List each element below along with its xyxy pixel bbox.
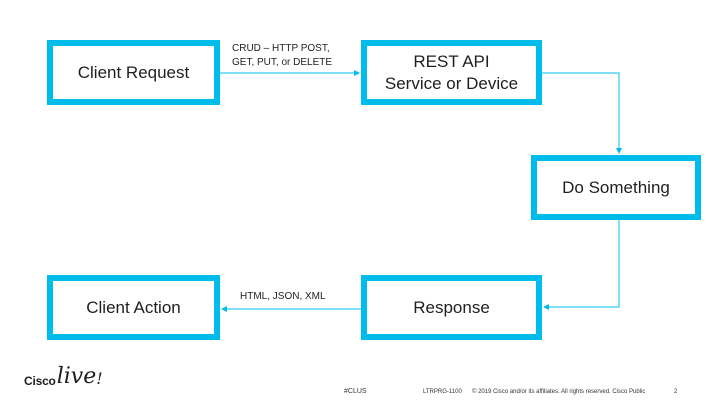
do-something-box: Do Something [531,155,701,220]
client-request-box: Client Request [47,40,220,105]
logo-bang-text: ! [96,369,103,388]
arrow-api-to-do-something [542,72,622,154]
logo-live-text: live [56,364,97,389]
footer-hashtag: #CLUS [344,388,367,395]
rest-api-box: REST API Service or Device [361,40,542,105]
footer-copyright: © 2019 Cisco and/or its affiliates. All … [472,389,646,395]
response-formats-label: HTML, JSON, XML [240,291,326,302]
request-methods-line-2: GET, PUT, or DELETE [232,56,333,68]
client-request-label: Client Request [77,62,190,82]
client-action-label: Client Action [86,297,181,317]
response-box: Response [361,275,542,340]
footer-page-number: 2 [674,389,678,395]
request-methods-line-1: CRUD – HTTP POST, [232,43,330,54]
footer-session-id: LTRPRG-1100 [423,389,462,395]
rest-api-label: REST API [413,52,490,72]
request-methods-label: CRUD – HTTP POST, GET, PUT, or DELETE [232,42,332,69]
arrow-do-something-to-response [543,220,620,310]
cisco-live-logo: Cisco live ! [24,364,103,389]
do-something-label: Do Something [562,177,670,197]
logo-cisco-text: Cisco [24,374,56,388]
response-label: Response [413,297,490,317]
rest-api-sublabel: Service or Device [384,73,519,93]
client-action-box: Client Action [47,275,220,340]
